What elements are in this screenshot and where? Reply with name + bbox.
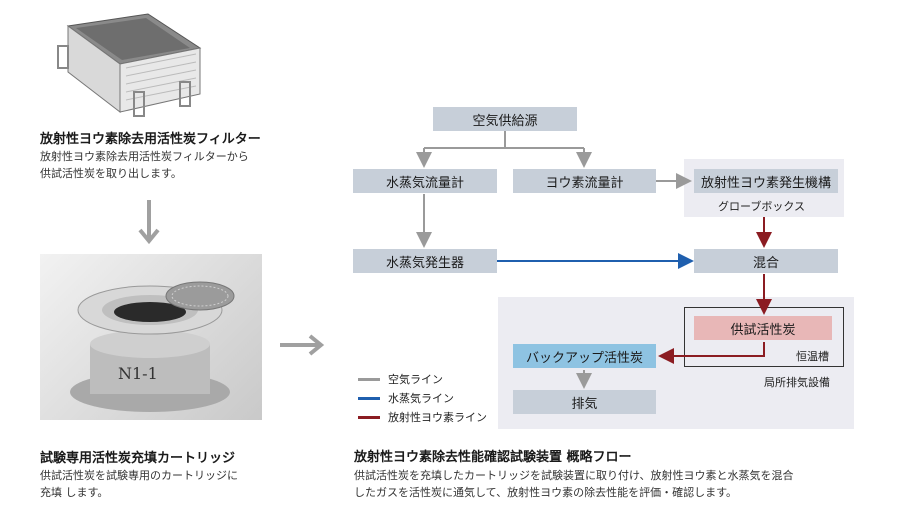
- legend-iodine-label: 放射性ヨウ素ライン: [388, 411, 487, 424]
- steam-flowmeter-box: 水蒸気流量計: [353, 169, 497, 193]
- arrow-right-icon: [280, 334, 325, 356]
- iodine-line-to-backup: [658, 342, 765, 364]
- iodine-generator-box: 放射性ヨウ素発生機構: [694, 169, 838, 193]
- cartridge-title: 試験専用活性炭充填カートリッジ: [40, 451, 236, 466]
- cartridge-photo: N1-1: [40, 254, 262, 420]
- diagram-description: 供試活性炭を充填したカートリッジを試験装置に取り付け、放射性ヨウ素と水蒸気を混合…: [354, 467, 854, 501]
- legend-iodine-swatch: [358, 415, 380, 419]
- cartridge-description-line-2: 充填 します。: [40, 486, 109, 499]
- cartridge-image: [70, 281, 235, 412]
- legend-air-line: 空気ライン: [358, 371, 443, 387]
- arrow-down-icon: [138, 200, 160, 245]
- diagram-title: 放射性ヨウ素除去性能確認試験装置 概略フロー: [354, 450, 632, 465]
- legend-steam-line: 水蒸気ライン: [358, 390, 454, 406]
- backup-carbon-box: バックアップ活性炭: [513, 344, 656, 368]
- activated-carbon-filter-image: [57, 13, 202, 117]
- legend-air-label: 空気ライン: [388, 373, 443, 386]
- legend-iodine-line: 放射性ヨウ素ライン: [358, 409, 487, 425]
- legend-steam-swatch: [358, 396, 380, 400]
- cartridge-description-line-1: 供試活性炭を試験専用のカートリッジに: [40, 469, 238, 482]
- air-source-box: 空気供給源: [433, 107, 577, 131]
- test-carbon-box: 供試活性炭: [694, 316, 832, 340]
- glove-box-label: グローブボックス: [718, 200, 806, 213]
- thermostat-label: 恒温槽: [796, 350, 829, 363]
- filter-description-line-1: 放射性ヨウ素除去用活性炭フィルターから: [40, 150, 249, 163]
- steam-generator-box: 水蒸気発生器: [353, 249, 497, 273]
- cartridge-description: 供試活性炭を試験専用のカートリッジに 充填 します。: [40, 467, 238, 501]
- filter-description: 放射性ヨウ素除去用活性炭フィルターから 供試活性炭を取り出します。: [40, 148, 249, 182]
- filter-title: 放射性ヨウ素除去用活性炭フィルター: [40, 132, 261, 147]
- exhaust-box: 排気: [513, 390, 656, 414]
- diagram-description-line-1: 供試活性炭を充填したカートリッジを試験装置に取り付け、放射性ヨウ素と水蒸気を混合: [354, 469, 794, 482]
- mixing-box: 混合: [694, 249, 838, 273]
- legend-steam-label: 水蒸気ライン: [388, 392, 454, 405]
- filter-description-line-2: 供試活性炭を取り出します。: [40, 167, 182, 180]
- legend-air-swatch: [358, 377, 380, 381]
- iodine-flowmeter-box: ヨウ素流量計: [513, 169, 656, 193]
- local-exhaust-label: 局所排気設備: [764, 376, 830, 389]
- diagram-description-line-2: したガスを活性炭に通気して、放射性ヨウ素の除去性能を評価・確認します。: [354, 486, 738, 499]
- cartridge-engraving: N1-1: [118, 364, 158, 383]
